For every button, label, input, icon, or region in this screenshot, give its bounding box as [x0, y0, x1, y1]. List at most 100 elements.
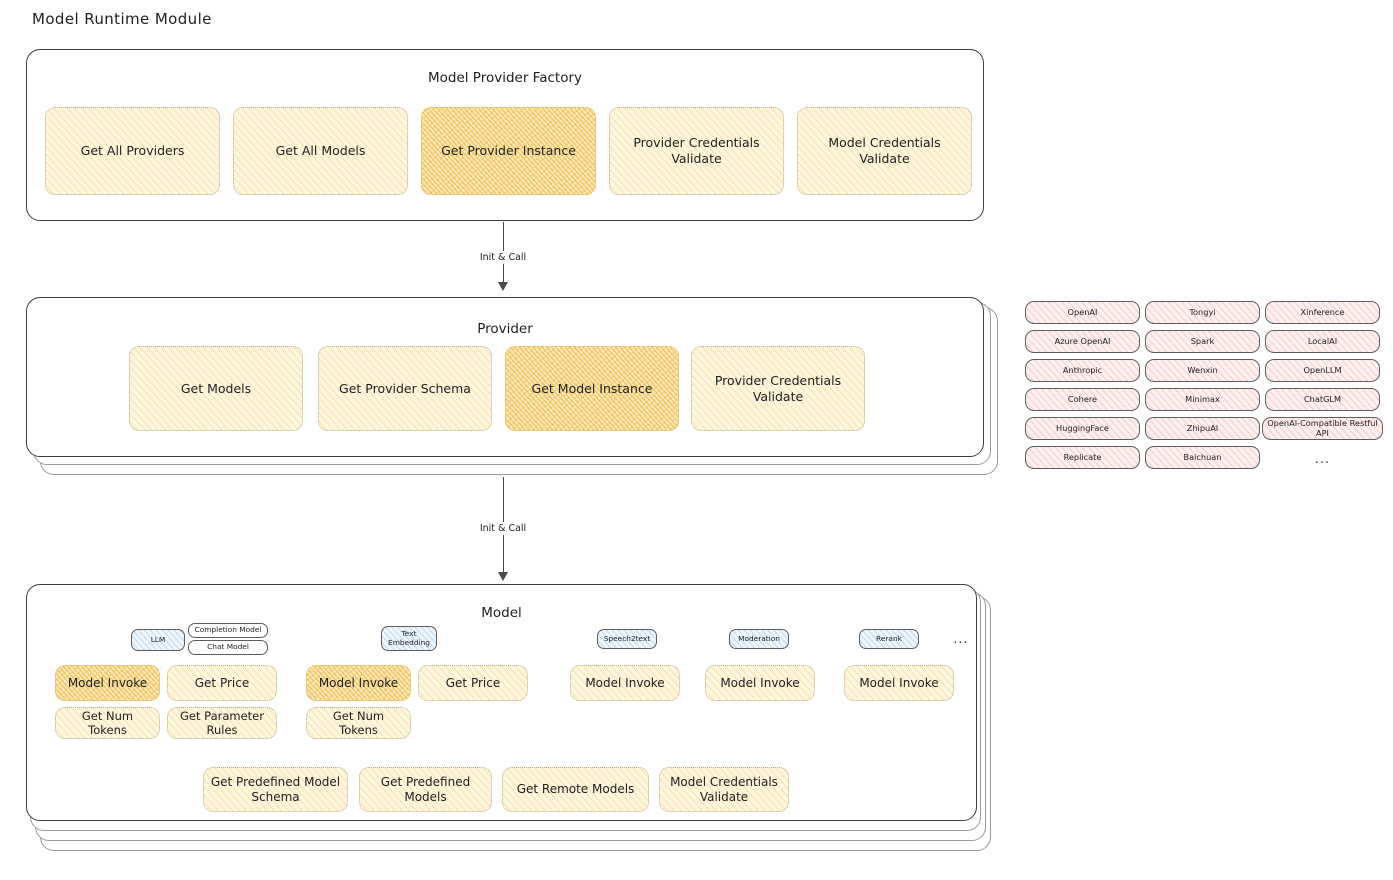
provider-chip-openai-compatible-restful-api[interactable]: OpenAI-Compatible Restful API: [1262, 417, 1383, 440]
provider-chip-label: Replicate: [1063, 451, 1102, 462]
llm-method-get-num-tokens[interactable]: Get Num Tokens: [55, 707, 160, 739]
provider-chip-baichuan[interactable]: Baichuan: [1145, 446, 1260, 469]
provider-card-get-models[interactable]: Get Models: [129, 346, 303, 431]
provider-chip-label: OpenAI: [1067, 306, 1098, 317]
model-type-badge-speech2text[interactable]: Speech2text: [597, 629, 657, 649]
model-type-label: LLM: [150, 634, 166, 644]
provider-chip-openllm[interactable]: OpenLLM: [1265, 359, 1380, 382]
provider-chip-label: Azure OpenAI: [1054, 335, 1111, 346]
text-embedding-method-get-num-tokens[interactable]: Get Num Tokens: [306, 707, 411, 739]
arrow-label: Init & Call: [475, 522, 531, 535]
model-method-label: Model Invoke: [720, 675, 800, 690]
model-type-badge-llm[interactable]: LLM: [131, 629, 185, 651]
model-method-label: Get Remote Models: [516, 782, 635, 796]
provider-chip-replicate[interactable]: Replicate: [1025, 446, 1140, 469]
model-common-method-get-remote-models[interactable]: Get Remote Models: [502, 767, 649, 812]
model-type-label: Rerank: [876, 633, 902, 643]
provider-chip-label: HuggingFace: [1056, 422, 1109, 433]
provider-card-get-provider-schema[interactable]: Get Provider Schema: [318, 346, 492, 431]
provider-chip-azure-openai[interactable]: Azure OpenAI: [1025, 330, 1140, 353]
provider-chip-label: ChatGLM: [1303, 393, 1342, 404]
provider-card-label: Get Models: [180, 380, 252, 396]
model-container: Model LLM Completion Model Chat Model Mo…: [26, 584, 977, 821]
provider-card-get-model-instance[interactable]: Get Model Instance: [505, 346, 679, 431]
provider-container: Provider Get Models Get Provider Schema …: [26, 297, 984, 457]
factory-card-get-all-models[interactable]: Get All Models: [233, 107, 408, 195]
llm-method-get-price[interactable]: Get Price: [167, 665, 277, 701]
model-subtype-badge-completion-model[interactable]: Completion Model: [188, 623, 268, 638]
provider-chip-label: ZhipuAI: [1186, 422, 1219, 433]
model-type-label: Moderation: [738, 633, 780, 643]
model-subtype-badge-chat-model[interactable]: Chat Model: [188, 640, 268, 655]
factory-card-label: Get All Models: [275, 143, 366, 159]
model-provider-factory-title: Model Provider Factory: [427, 70, 582, 86]
model-type-badge-text-embedding[interactable]: Text Embedding: [381, 626, 437, 651]
factory-card-label: Get All Providers: [80, 143, 185, 159]
model-common-method-get-predefined-models[interactable]: Get Predefined Models: [359, 767, 492, 812]
provider-chip-localai[interactable]: LocalAI: [1265, 330, 1380, 353]
arrow-head-icon: [498, 572, 508, 581]
provider-list-more-label: ...: [1314, 451, 1331, 467]
model-method-label: Get Num Tokens: [332, 708, 385, 737]
factory-card-label: Model Credentials Validate: [828, 135, 941, 166]
provider-chip-huggingface[interactable]: HuggingFace: [1025, 417, 1140, 440]
model-method-label: Model Invoke: [318, 675, 399, 690]
arrow-head-icon: [498, 282, 508, 291]
provider-chip-anthropic[interactable]: Anthropic: [1025, 359, 1140, 382]
factory-card-provider-credentials-validate[interactable]: Provider Credentials Validate: [609, 107, 784, 195]
provider-chip-xinference[interactable]: Xinference: [1265, 301, 1380, 324]
model-common-method-model-credentials-validate[interactable]: Model Credentials Validate: [659, 767, 789, 812]
provider-chip-label: Tongyi: [1189, 306, 1216, 317]
factory-card-get-all-providers[interactable]: Get All Providers: [45, 107, 220, 195]
factory-card-label: Provider Credentials Validate: [633, 135, 760, 166]
model-method-label: Get Num Tokens: [81, 708, 134, 737]
provider-card-provider-credentials-validate[interactable]: Provider Credentials Validate: [691, 346, 865, 431]
model-subtype-label: Chat Model: [207, 642, 249, 652]
model-method-label: Get Price: [194, 675, 250, 690]
provider-card-label: Get Provider Schema: [339, 380, 471, 396]
provider-chip-wenxin[interactable]: Wenxin: [1145, 359, 1260, 382]
provider-chip-cohere[interactable]: Cohere: [1025, 388, 1140, 411]
provider-card-label: Provider Credentials Validate: [714, 372, 842, 404]
provider-chip-openai[interactable]: OpenAI: [1025, 301, 1140, 324]
model-method-label: Get Price: [445, 675, 501, 690]
provider-chip-label: LocalAI: [1307, 335, 1338, 346]
model-types-more: ...: [951, 629, 971, 649]
speech2text-method-model-invoke[interactable]: Model Invoke: [570, 665, 680, 701]
provider-chip-label: Baichuan: [1183, 451, 1222, 462]
provider-chip-minimax[interactable]: Minimax: [1145, 388, 1260, 411]
model-type-badge-rerank[interactable]: Rerank: [859, 629, 919, 649]
provider-chip-spark[interactable]: Spark: [1145, 330, 1260, 353]
factory-card-label: Get Provider Instance: [441, 143, 576, 159]
provider-chip-label: Xinference: [1300, 306, 1345, 317]
model-provider-factory-container: Model Provider Factory Get All Providers…: [26, 49, 984, 221]
model-method-label: Model Invoke: [585, 675, 665, 690]
provider-chip-label: Anthropic: [1062, 364, 1103, 375]
model-method-label: Model Credentials Validate: [670, 774, 778, 804]
model-type-label: Speech2text: [603, 633, 651, 643]
text-embedding-method-get-price[interactable]: Get Price: [418, 665, 528, 701]
provider-chip-zhipuai[interactable]: ZhipuAI: [1145, 417, 1260, 440]
llm-method-model-invoke[interactable]: Model Invoke: [55, 665, 160, 701]
provider-chip-label: OpenLLM: [1303, 364, 1342, 375]
model-type-badge-moderation[interactable]: Moderation: [729, 629, 789, 649]
model-types-more-label: ...: [953, 631, 969, 647]
page-title: Model Runtime Module: [32, 10, 212, 28]
model-common-method-get-predefined-model-schema[interactable]: Get Predefined Model Schema: [203, 767, 348, 812]
provider-title: Provider: [477, 321, 533, 337]
model-type-label: Text Embedding: [388, 629, 430, 647]
provider-chip-label: OpenAI-Compatible Restful API: [1267, 418, 1378, 438]
model-method-label: Get Predefined Models: [380, 774, 471, 804]
factory-card-get-provider-instance[interactable]: Get Provider Instance: [421, 107, 596, 195]
rerank-method-model-invoke[interactable]: Model Invoke: [844, 665, 954, 701]
provider-chip-tongyi[interactable]: Tongyi: [1145, 301, 1260, 324]
provider-chip-chatglm[interactable]: ChatGLM: [1265, 388, 1380, 411]
model-subtype-label: Completion Model: [194, 625, 262, 635]
model-method-label: Model Invoke: [67, 675, 148, 690]
factory-card-model-credentials-validate[interactable]: Model Credentials Validate: [797, 107, 972, 195]
provider-card-label: Get Model Instance: [531, 380, 653, 396]
text-embedding-method-model-invoke[interactable]: Model Invoke: [306, 665, 411, 701]
moderation-method-model-invoke[interactable]: Model Invoke: [705, 665, 815, 701]
llm-method-get-parameter-rules[interactable]: Get Parameter Rules: [167, 707, 277, 739]
